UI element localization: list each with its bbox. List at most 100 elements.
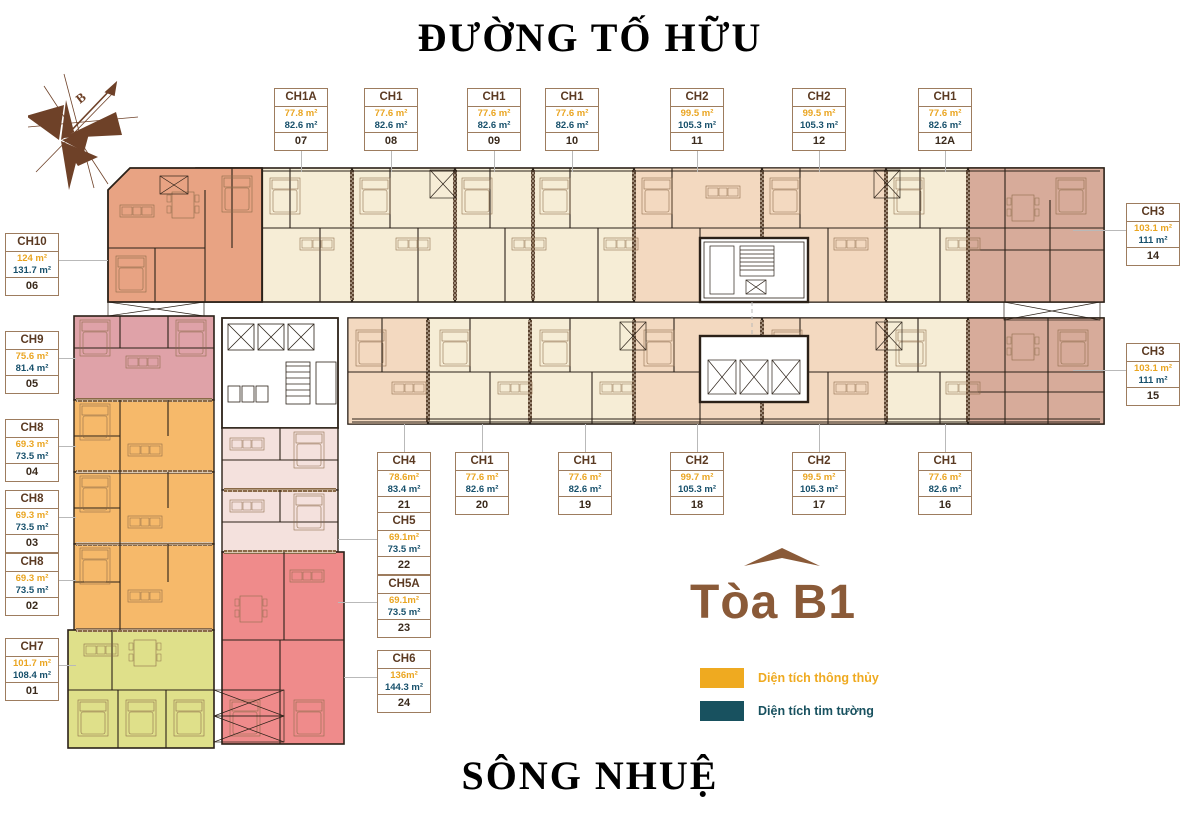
- unit-area-wall: 82.6 m²: [284, 119, 318, 131]
- unit-areas: 77.6 m² 82.6 m²: [919, 471, 971, 497]
- unit-number: 19: [578, 499, 592, 511]
- unit-tag[interactable]: CH1 77.6 m² 82.6 m² 19: [558, 452, 612, 515]
- unit-area-wall: 82.6 m²: [555, 119, 589, 131]
- unit-tag[interactable]: CH2 99.5 m² 105.3 m² 17: [792, 452, 846, 515]
- unit-code: CH3: [1127, 204, 1179, 222]
- unit-code: CH1: [456, 453, 508, 471]
- unit-area-wall: 83.4 m²: [387, 483, 421, 495]
- unit-code: CH5: [378, 513, 430, 531]
- unit-area-clear: 77.6 m²: [477, 108, 511, 119]
- unit-tag[interactable]: CH8 69.3 m² 73.5 m² 03: [5, 490, 59, 553]
- unit-number: 21: [397, 499, 411, 511]
- leader-line: [482, 424, 483, 452]
- unit-tag[interactable]: CH1 77.6 m² 82.6 m² 12A: [918, 88, 972, 151]
- unit-area-wall: 73.5 m²: [387, 543, 421, 555]
- unit-code: CH1A: [275, 89, 327, 107]
- unit-areas: 99.5 m² 105.3 m²: [793, 107, 845, 133]
- unit-code: CH1: [546, 89, 598, 107]
- unit-tag[interactable]: CH7 101.7 m² 108.4 m² 01: [5, 638, 59, 701]
- unit-code: CH7: [6, 639, 58, 657]
- unit-area-wall: 105.3 m²: [799, 483, 839, 495]
- unit-area-clear: 77.6 m²: [928, 472, 962, 483]
- unit-tag[interactable]: CH2 99.5 m² 105.3 m² 12: [792, 88, 846, 151]
- legend-label-thong-thuy: Diện tích thông thủy: [758, 671, 879, 685]
- unit-tag[interactable]: CH9 75.6 m² 81.4 m² 05: [5, 331, 59, 394]
- unit-tag[interactable]: CH5A 69.1m² 73.5 m² 23: [377, 575, 431, 638]
- unit-code: CH1: [365, 89, 417, 107]
- unit-tag[interactable]: CH1 77.6 m² 82.6 m² 10: [545, 88, 599, 151]
- unit-areas: 77.6 m² 82.6 m²: [365, 107, 417, 133]
- unit-tag[interactable]: CH5 69.1m² 73.5 m² 22: [377, 512, 431, 575]
- unit-code: CH1: [919, 89, 971, 107]
- leader-line: [59, 580, 76, 581]
- unit-tag[interactable]: CH1 77.6 m² 82.6 m² 20: [455, 452, 509, 515]
- unit-areas: 77.6 m² 82.6 m²: [919, 107, 971, 133]
- unit-tag[interactable]: CH3 103.1 m² 111 m² 15: [1126, 343, 1180, 406]
- shaft-void-marks: [107, 169, 1101, 743]
- unit-areas: 99.5 m² 105.3 m²: [671, 107, 723, 133]
- unit-tag[interactable]: CH1 77.6 m² 82.6 m² 08: [364, 88, 418, 151]
- unit-area-clear: 136m²: [390, 670, 418, 681]
- unit-tag[interactable]: CH1 77.6 m² 82.6 m² 09: [467, 88, 521, 151]
- unit-tag[interactable]: CH8 69.3 m² 73.5 m² 04: [5, 419, 59, 482]
- unit-tag[interactable]: CH8 69.3 m² 73.5 m² 02: [5, 553, 59, 616]
- unit-number: 06: [25, 280, 39, 292]
- unit-areas: 124 m² 131.7 m²: [6, 252, 58, 278]
- unit-area-wall: 111 m²: [1138, 234, 1168, 246]
- legend-swatch-tim-tuong: [700, 701, 744, 721]
- unit-ch10-shape: [107, 167, 263, 303]
- leader-line: [1073, 230, 1126, 231]
- unit-tag[interactable]: CH1A 77.8 m² 82.6 m² 07: [274, 88, 328, 151]
- legend-item: Diện tích tim tường: [700, 699, 879, 723]
- unit-code: CH2: [793, 453, 845, 471]
- unit-area-wall: 82.6 m²: [928, 119, 962, 131]
- unit-area-wall: 82.6 m²: [465, 483, 499, 495]
- unit-areas: 77.8 m² 82.6 m²: [275, 107, 327, 133]
- unit-code: CH3: [1127, 344, 1179, 362]
- unit-area-clear: 77.6 m²: [928, 108, 962, 119]
- unit-area-clear: 77.6 m²: [555, 108, 589, 119]
- unit-number: 17: [812, 499, 826, 511]
- legend: Diện tích thông thủy Diện tích tim tường: [700, 666, 879, 732]
- leader-line: [572, 145, 573, 172]
- leader-line: [338, 539, 377, 540]
- unit-areas: 77.6 m² 82.6 m²: [546, 107, 598, 133]
- leader-line: [585, 424, 586, 452]
- unit-area-clear: 77.6 m²: [374, 108, 408, 119]
- unit-area-wall: 108.4 m²: [12, 669, 52, 681]
- unit-code: CH1: [919, 453, 971, 471]
- unit-number: 08: [384, 135, 398, 147]
- legend-item: Diện tích thông thủy: [700, 666, 879, 690]
- unit-area-wall: 82.6 m²: [477, 119, 511, 131]
- unit-code: CH1: [468, 89, 520, 107]
- unit-tag[interactable]: CH6 136m² 144.3 m² 24: [377, 650, 431, 713]
- unit-number: 22: [397, 559, 411, 571]
- unit-code: CH2: [793, 89, 845, 107]
- unit-tag[interactable]: CH1 77.6 m² 82.6 m² 16: [918, 452, 972, 515]
- unit-tag[interactable]: CH2 99.7 m² 105.3 m² 18: [670, 452, 724, 515]
- unit-number: 14: [1146, 250, 1160, 262]
- leader-line: [59, 517, 76, 518]
- unit-areas: 103.1 m² 111 m²: [1127, 222, 1179, 248]
- leader-line: [1073, 370, 1126, 371]
- unit-tag[interactable]: CH2 99.5 m² 105.3 m² 11: [670, 88, 724, 151]
- building-title: Tòa B1: [690, 576, 857, 629]
- unit-number: 07: [294, 135, 308, 147]
- unit-area-clear: 75.6 m²: [15, 351, 49, 362]
- unit-number: 16: [938, 499, 952, 511]
- unit-areas: 99.7 m² 105.3 m²: [671, 471, 723, 497]
- unit-code: CH2: [671, 89, 723, 107]
- unit-tag[interactable]: CH3 103.1 m² 111 m² 14: [1126, 203, 1180, 266]
- unit-number: 20: [475, 499, 489, 511]
- river-label-bottom: SÔNG NHUỆ: [461, 753, 719, 798]
- unit-tag[interactable]: CH4 78.6m² 83.4 m² 21: [377, 452, 431, 515]
- unit-area-clear: 99.5 m²: [802, 108, 836, 119]
- leader-line: [404, 424, 405, 452]
- unit-areas: 69.3 m² 73.5 m²: [6, 438, 58, 464]
- unit-code: CH8: [6, 420, 58, 438]
- unit-number: 05: [25, 378, 39, 390]
- unit-areas: 103.1 m² 111 m²: [1127, 362, 1179, 388]
- unit-area-clear: 99.7 m²: [680, 472, 714, 483]
- unit-number: 04: [25, 466, 39, 478]
- unit-tag[interactable]: CH10 124 m² 131.7 m² 06: [5, 233, 59, 296]
